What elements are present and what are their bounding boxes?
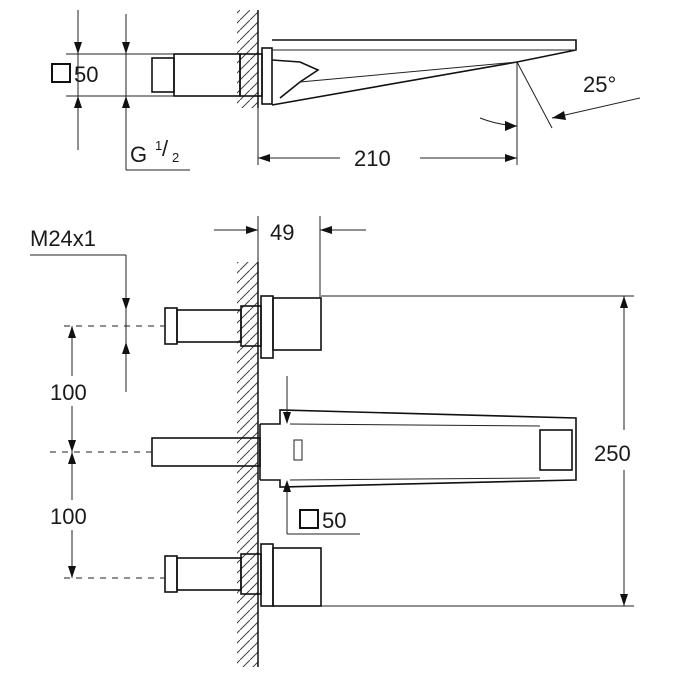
dim-square-bottom: 50 [322, 508, 346, 533]
spacing-bg-2 [48, 500, 100, 530]
lower-escutcheon [260, 543, 274, 607]
arrow-49-left [246, 226, 258, 234]
upper-handle [272, 297, 322, 351]
square-symbol-icon [51, 63, 71, 83]
dim-angle: 25° [583, 72, 616, 97]
arrow-s4 [68, 566, 76, 578]
stem-body [173, 53, 241, 97]
dim-depth: 49 [270, 220, 294, 245]
escutcheon-top [261, 47, 273, 105]
arrow-49-right [320, 226, 332, 234]
arrow-s3 [68, 452, 76, 464]
upper-escutcheon [260, 295, 274, 359]
dim-thread-slash: / [162, 136, 169, 161]
arrow-angle-2 [552, 111, 566, 120]
dim-thread-num: 1 [155, 138, 162, 153]
lower-nipple [164, 555, 178, 593]
wall-hatch-bottom [237, 262, 258, 667]
dim-spacing-lower: 100 [50, 504, 87, 529]
arrow-250-bottom [620, 594, 628, 606]
angle-leader [551, 97, 641, 119]
arrow-2 [74, 96, 82, 108]
lower-handle [272, 547, 322, 607]
upper-body [176, 309, 242, 343]
arrow-1 [74, 42, 82, 54]
wall-hatch-top [237, 10, 258, 108]
dim-connector: M24x1 [30, 226, 96, 251]
dim-thread-prefix: G [130, 142, 147, 167]
arrow-sq-bot-2 [283, 480, 291, 492]
logo-mark-icon [293, 439, 303, 461]
dim-spacing-upper: 100 [50, 380, 87, 405]
dim-height: 250 [594, 441, 631, 466]
upper-nipple [164, 307, 178, 345]
lower-body [176, 557, 242, 591]
arrow-s2 [68, 440, 76, 452]
square-symbol-icon [299, 509, 319, 529]
spout-edge-bottom [289, 477, 541, 481]
spout-root [271, 59, 320, 99]
side-view: 50 G 1 / 2 25° 210 [51, 10, 641, 171]
stem-nipple [151, 57, 175, 93]
aerator-outlet [539, 429, 573, 471]
arrow-210-left [258, 154, 270, 162]
arrow-s1 [68, 326, 76, 338]
arrow-210-right [505, 154, 517, 162]
arrow-4 [122, 96, 130, 108]
dim-thread-den: 2 [172, 150, 179, 165]
arrow-sq-bot-1 [283, 412, 291, 424]
spout-front [260, 409, 577, 488]
dim-square-top: 50 [74, 62, 98, 87]
arrow-250-top [620, 296, 628, 308]
spout-edge-top [289, 423, 541, 427]
arrow-m24-2 [122, 342, 130, 354]
arrow-angle-1 [505, 121, 517, 131]
spacing-bg-1 [48, 376, 100, 406]
front-view: M24x1 49 100 100 250 [30, 216, 634, 667]
arrow-m24-1 [122, 298, 130, 310]
spout-inner-line [299, 61, 518, 83]
angle-line [516, 61, 553, 129]
dim-length: 210 [354, 146, 391, 171]
arrow-3 [122, 42, 130, 54]
